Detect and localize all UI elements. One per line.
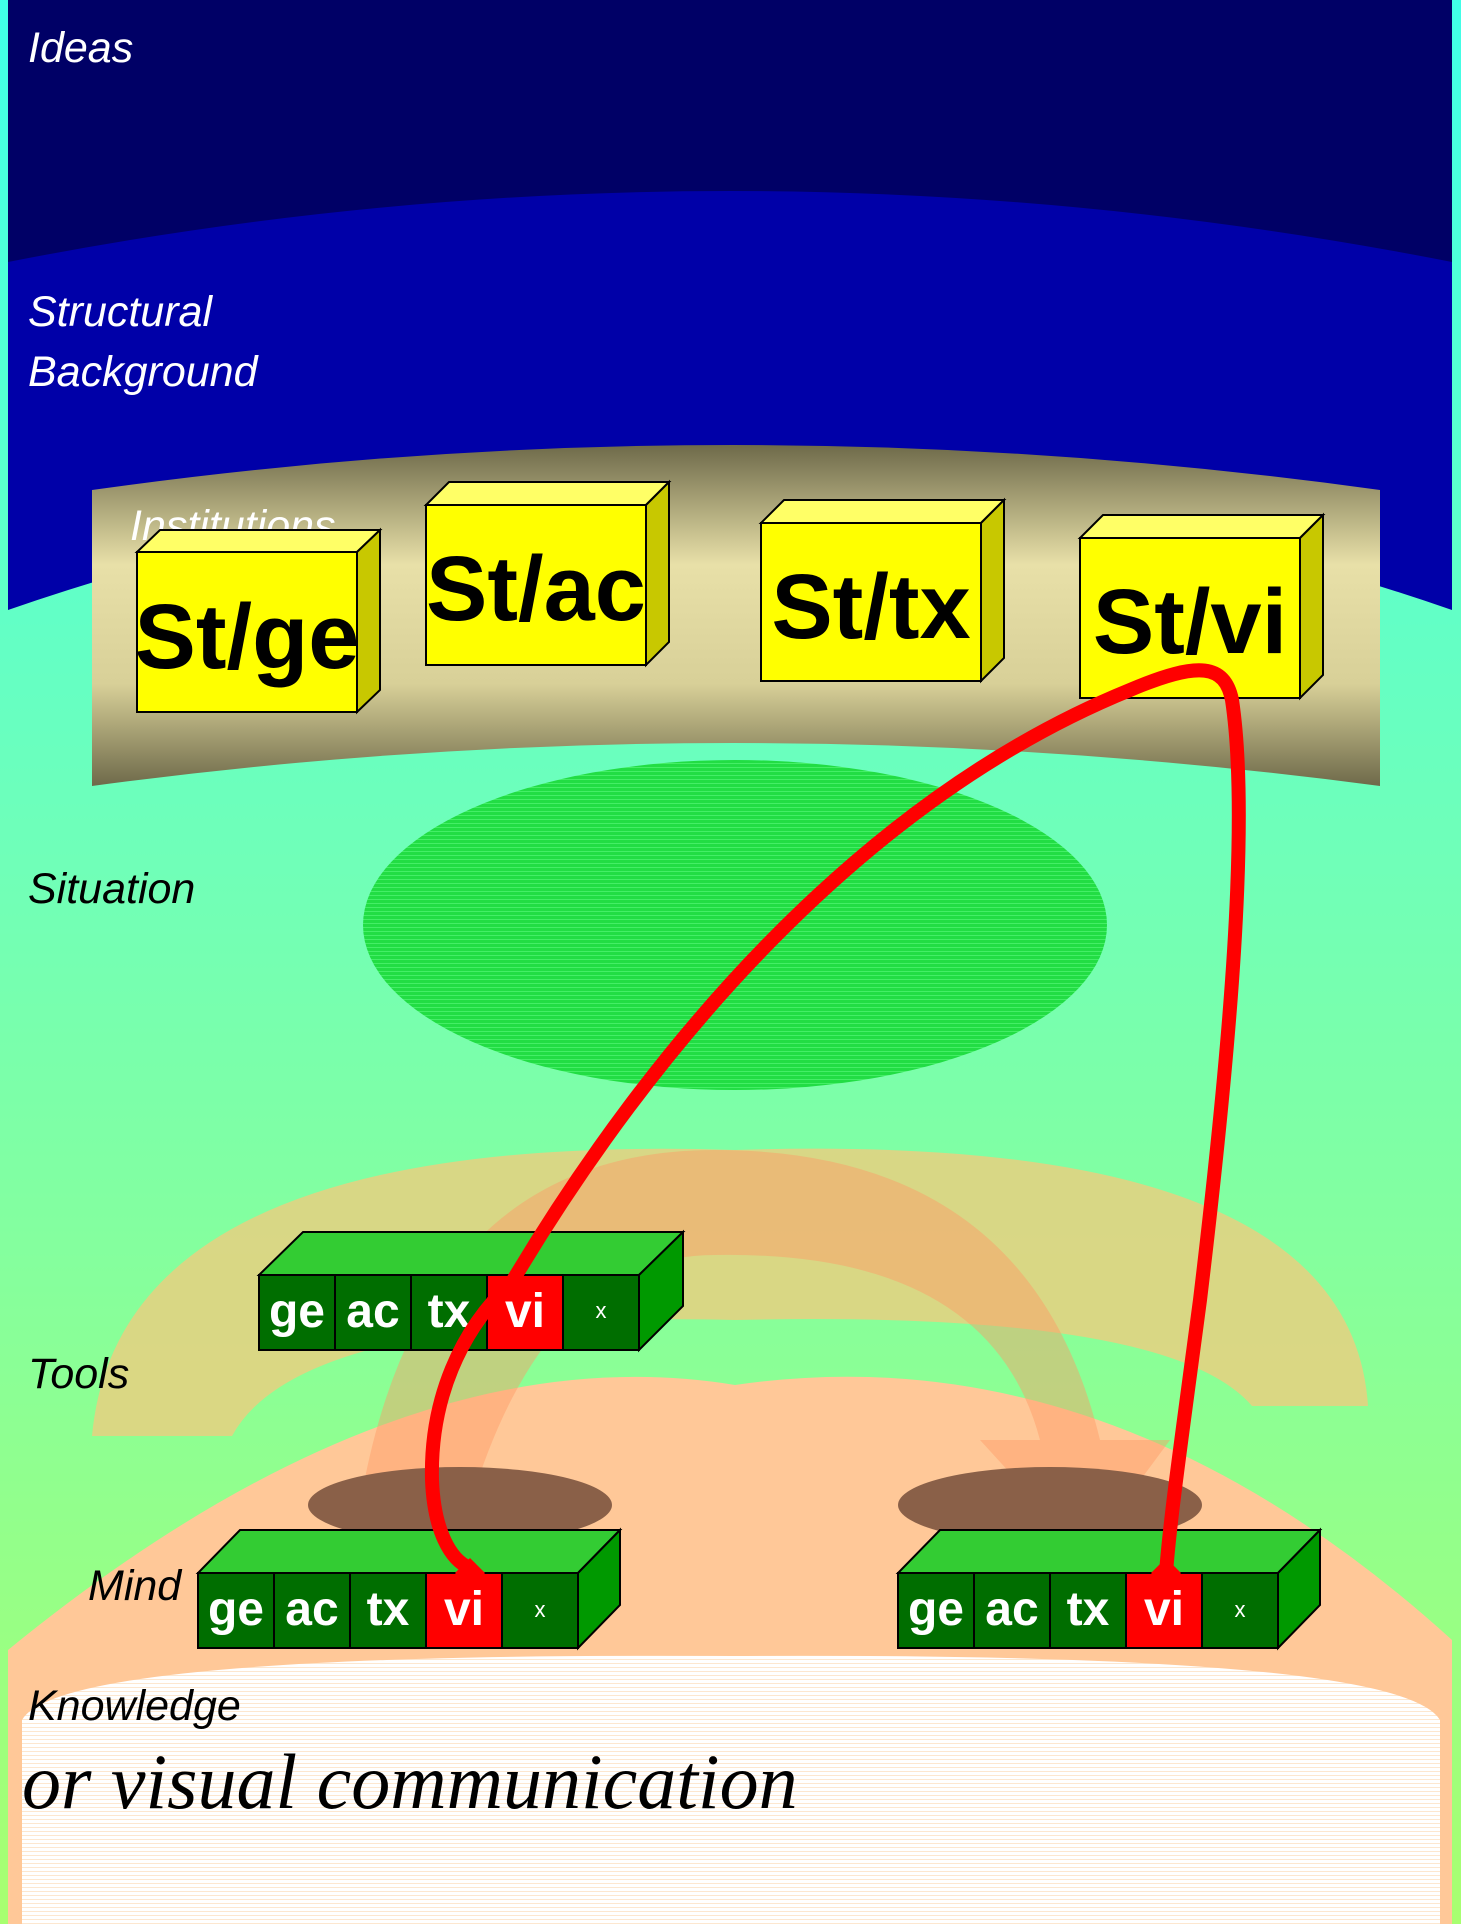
structural-label-1: Structural xyxy=(28,288,213,336)
mind-left-cell-vi-label: vi xyxy=(444,1583,484,1636)
institution-box-ac-label: St/ac xyxy=(426,538,646,640)
mind-left-cylinder xyxy=(308,1467,612,1543)
ideas-band xyxy=(8,0,1452,262)
mind-right-cell-ac xyxy=(973,1572,1051,1649)
tools-label: Tools xyxy=(28,1350,129,1398)
mind-right-cell-x-label: x xyxy=(1235,1597,1246,1622)
structural-label-2: Background xyxy=(28,348,260,396)
mind-left-cell-x-label: x xyxy=(535,1597,546,1622)
tool-cell-x-label: x xyxy=(596,1298,607,1323)
tool-cell-vi-label: vi xyxy=(505,1285,545,1338)
mind-bar-right: ge ac tx vi x xyxy=(895,1527,1323,1651)
mind-right-cell-ge xyxy=(897,1572,975,1649)
red-connection-branch xyxy=(424,1275,519,1575)
tool-cell-ac-label: ac xyxy=(346,1285,399,1338)
mind-left-cell-ac-label: ac xyxy=(285,1583,338,1636)
tool-cell-ge-label: ge xyxy=(269,1285,325,1338)
mind-right-cell-vi-label: vi xyxy=(1144,1583,1184,1636)
mind-right-cell-ge-label: ge xyxy=(908,1583,964,1636)
mind-right-cell-ac-label: ac xyxy=(985,1583,1038,1636)
tool-cell-tx-label: tx xyxy=(428,1285,471,1338)
red-arrow-tip-right xyxy=(1151,1558,1181,1590)
mind-label: Mind xyxy=(88,1562,183,1610)
mind-right-cell-x xyxy=(1201,1572,1279,1649)
tool-cell-ge xyxy=(258,1274,336,1351)
red-connection-curve xyxy=(505,663,1246,1580)
mind-left-cell-vi xyxy=(425,1572,503,1649)
mind-bar-left: ge ac tx vi x xyxy=(195,1527,623,1651)
knowledge-band xyxy=(22,1655,1440,1924)
mind-right-cell-tx xyxy=(1049,1572,1127,1649)
tools-band xyxy=(92,1148,1368,1436)
mind-left-cell-ge xyxy=(197,1572,275,1649)
mind-left-cell-tx xyxy=(349,1572,427,1649)
institution-box-ge-label: St/ge xyxy=(135,586,360,688)
situation-label: Situation xyxy=(28,865,195,913)
situation-ellipse xyxy=(363,760,1107,1090)
mind-right-cylinder xyxy=(898,1467,1202,1543)
institution-box-ge: St/ge xyxy=(134,527,383,715)
mind-left-cell-tx-label: tx xyxy=(367,1583,410,1636)
institution-box-ac: St/ac xyxy=(423,479,672,668)
institution-box-tx: St/tx xyxy=(758,497,1007,684)
mind-left-cell-ge-label: ge xyxy=(208,1583,264,1636)
red-arrow-tip-left xyxy=(455,1558,485,1590)
mind-left-cell-x xyxy=(501,1572,579,1649)
tool-cell-x xyxy=(562,1274,640,1351)
ideas-label: Ideas xyxy=(28,24,133,72)
institution-box-tx-label: St/tx xyxy=(771,556,970,658)
institutions-band xyxy=(92,445,1380,786)
institution-box-vi-label: St/vi xyxy=(1093,571,1287,673)
mind-right-cell-tx-label: tx xyxy=(1067,1583,1110,1636)
knowledge-label: Knowledge xyxy=(28,1682,241,1730)
caption: or visual communication xyxy=(22,1738,798,1825)
